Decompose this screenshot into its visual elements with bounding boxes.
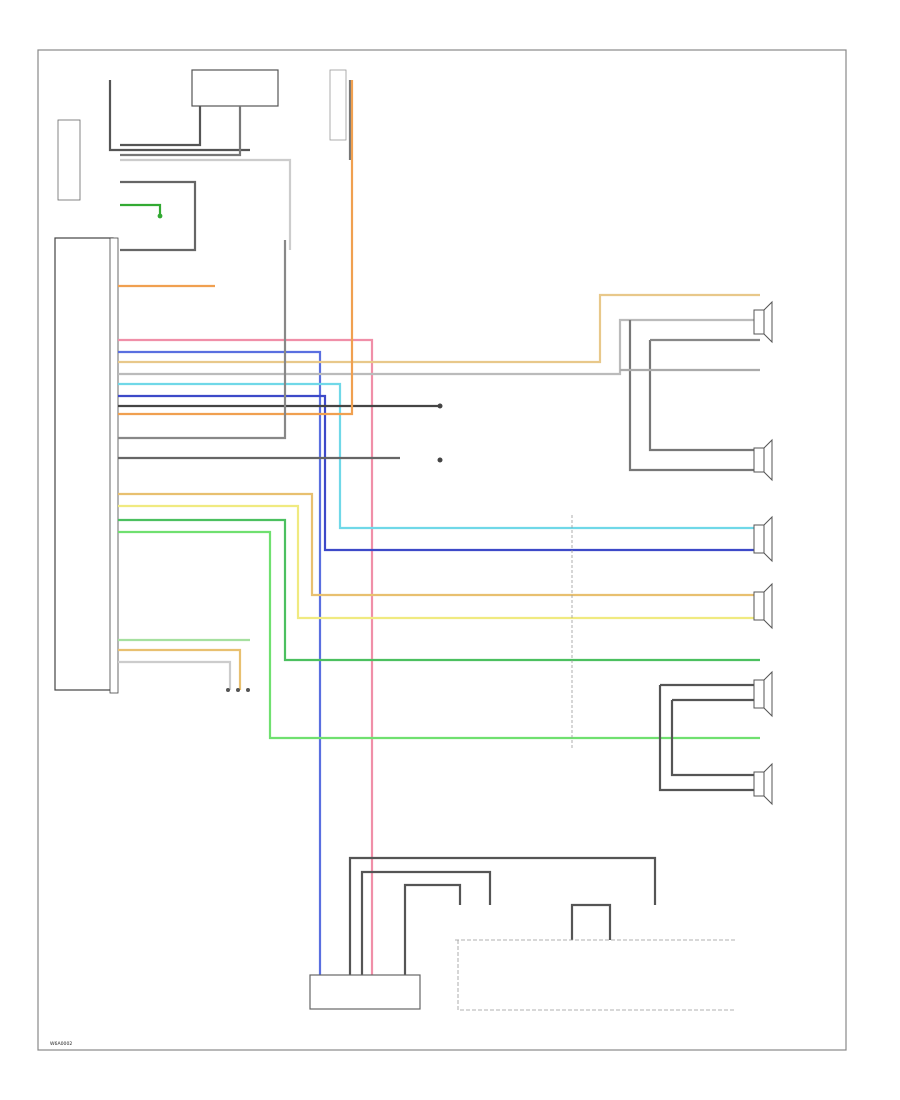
speaker-right-rear xyxy=(753,762,773,806)
steering-wheel-controls xyxy=(309,856,735,1011)
fuse-block-area xyxy=(57,69,352,252)
radio-connector-block xyxy=(54,237,119,694)
diagram-frame xyxy=(37,49,847,1051)
ground-points xyxy=(226,403,443,692)
left-speaker-group xyxy=(620,320,760,472)
speaker-left-rear xyxy=(753,438,773,482)
right-speaker-group xyxy=(658,683,760,792)
speaker-left-front xyxy=(753,300,773,344)
radio-wires xyxy=(118,80,760,975)
speaker-left-rear-2 xyxy=(753,582,773,630)
speaker-right-front xyxy=(753,670,773,718)
footer-code: W6A0002 xyxy=(50,1041,72,1047)
speaker-right-front-tweeter xyxy=(753,515,773,563)
